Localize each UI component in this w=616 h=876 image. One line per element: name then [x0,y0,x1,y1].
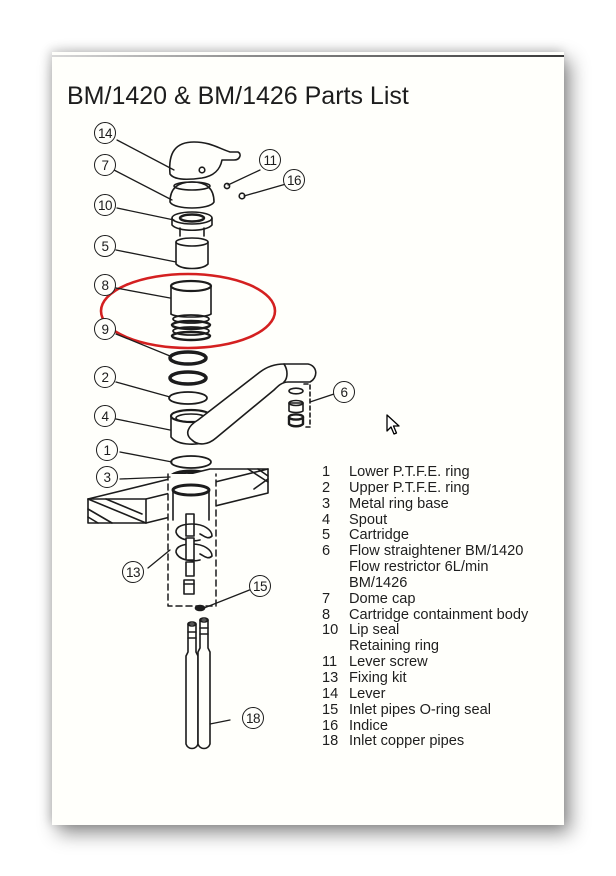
list-item: 6 Flow straightener BM/1420 [322,543,528,560]
highlight-circle [99,272,277,350]
leader-lines [113,139,338,725]
callout-3: 3 [96,466,118,488]
part-name: BM/1426 [349,574,408,591]
cartridge-part [175,237,209,270]
part-number [322,576,349,592]
exploded-diagram [87,139,338,750]
callout-15: 15 [249,575,271,597]
part-name: Cartridge containment body [349,606,529,623]
callout-2: 2 [94,366,116,388]
fixing-kit-part [167,473,217,607]
part-name: Dome cap [349,590,416,607]
part-number: 7 [322,590,331,607]
part-number: 16 [322,717,339,734]
part-number: 2 [322,479,331,496]
list-item: 18 Inlet copper pipes [322,733,528,750]
part-name: Flow restrictor 6L/min [349,559,489,576]
list-item: 8 Cartridge containment body [322,606,529,624]
list-item: Retaining ring [322,638,528,655]
list-item: 5 Cartridge [322,528,528,544]
lower-ptfe-ring-part [170,455,212,469]
list-item: 2 Upper P.T.F.E. ring [322,479,528,497]
part-number: 3 [322,495,331,512]
callout-5: 5 [94,235,116,257]
callout-1: 1 [96,439,118,461]
part-number: 8 [322,606,331,623]
part-name: Retaining ring [349,638,440,655]
inlet-copper-pipes-part [185,617,211,750]
part-number: 6 [322,543,331,560]
page-title: BM/1420 & BM/1426 Parts List [67,82,409,110]
part-name: Indice [349,717,388,734]
page-top-edge [52,55,564,57]
part-name: Metal ring base [349,495,449,512]
part-name: Inlet copper pipes [349,733,465,750]
callout-11: 11 [259,149,281,171]
part-name: Inlet pipes O-ring seal [349,701,491,718]
part-number: 1 [322,464,331,480]
callout-10: 10 [94,194,116,216]
list-item: 14 Lever [322,685,528,703]
lever-screw-part [223,182,231,190]
arrow-pointer-icon [386,414,400,435]
lip-seal-part [171,211,213,237]
list-item: 15 Inlet pipes O-ring seal [322,701,528,719]
list-item: 7 Dome cap [322,590,528,608]
list-item: 3 Metal ring base [322,495,528,513]
lever-part [168,141,241,180]
callout-9: 9 [94,318,116,340]
part-number: 11 [322,654,338,671]
part-number: 5 [322,527,331,544]
list-item: 4 Spout [322,511,528,529]
callout-6: 6 [333,381,355,403]
part-name: Flow straightener BM/1420 [349,543,524,560]
scanned-page: BM/1420 & BM/1426 Parts List [52,52,564,825]
part-name: Cartridge [349,527,410,544]
dome-cap-part [169,181,215,209]
part-name: Lip seal [349,622,400,639]
spout-part [169,363,317,445]
part-name: Spout [349,511,388,528]
part-number [322,560,349,576]
list-item: 10 Lip seal [322,623,528,639]
callout-4: 4 [94,405,116,427]
part-name: Fixing kit [349,669,407,686]
callout-16: 16 [283,169,305,191]
callout-14: 14 [94,122,116,144]
ring-part [168,350,208,366]
list-item: BM/1426 [322,574,528,592]
upper-ptfe-ring-part [168,370,208,386]
ring-part [168,391,208,405]
part-name: Lever screw [349,654,428,671]
part-number: 14 [322,685,339,702]
list-item: 16 Indice [322,717,528,735]
part-name: Upper P.T.F.E. ring [349,479,470,496]
part-number [322,639,349,655]
list-item: 13 Fixing kit [322,669,528,687]
part-name: Lower P.T.F.E. ring [349,464,470,480]
parts-list: 1 Lower P.T.F.E. ring 2 Upper P.T.F.E. rin… [322,464,529,750]
part-name: Lever [349,685,386,702]
cartridge-containment-body-part [169,279,213,342]
part-number: 10 [322,622,339,639]
callout-8: 8 [94,274,116,296]
part-number: 18 [322,733,339,750]
list-item: 11 Lever screw [322,654,528,671]
worktop-section [87,468,269,524]
part-number: 13 [322,669,339,686]
callout-13: 13 [122,561,144,583]
list-item: 1 Lower P.T.F.E. ring [322,464,528,481]
part-number: 15 [322,701,339,718]
part-number: 4 [322,511,331,528]
o-ring-seal-part [194,604,206,612]
list-item: Flow restrictor 6L/min [322,559,528,576]
callout-7: 7 [94,154,116,176]
flow-straightener-parts [287,383,311,428]
callout-18: 18 [242,707,264,729]
